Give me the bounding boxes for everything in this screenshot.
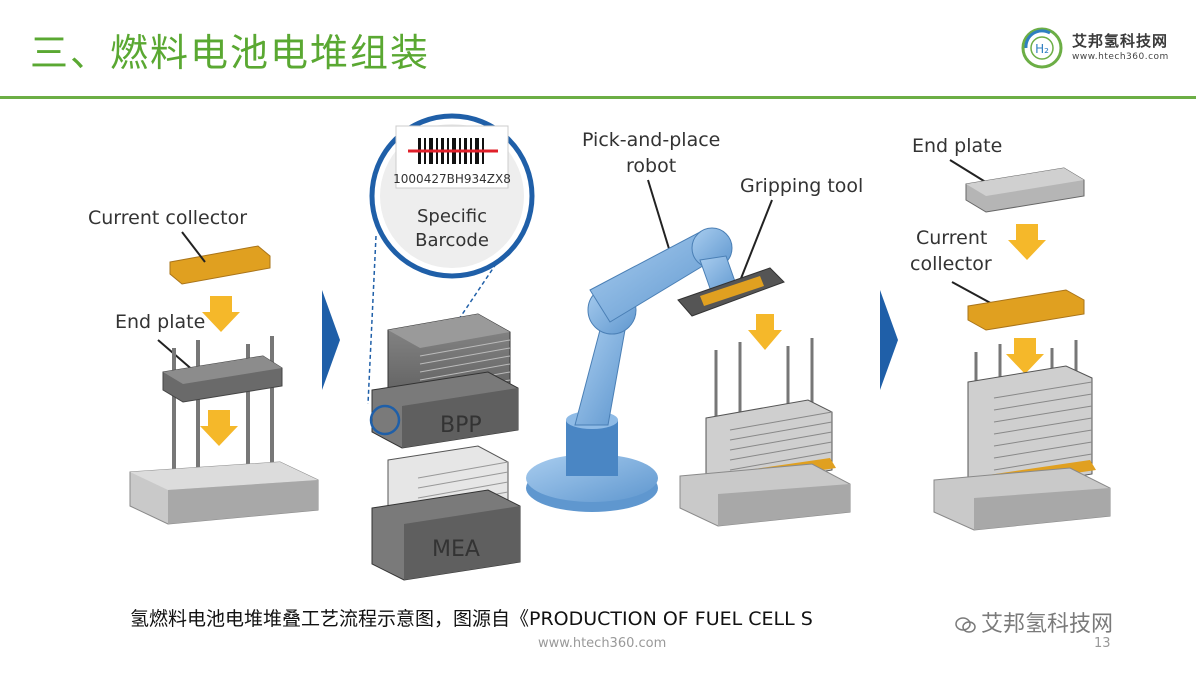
watermark: 艾邦氢科技网 bbox=[955, 606, 1113, 638]
logo-badge: H₂ bbox=[1035, 42, 1049, 56]
slide-title: 三、燃料电池电堆组装 bbox=[30, 31, 431, 75]
leader-line-collector-1 bbox=[181, 231, 206, 263]
label-current-collector-1: Current collector bbox=[88, 207, 247, 229]
label-end-plate-2: End plate bbox=[912, 135, 1002, 157]
label-current-collector-2a: Current bbox=[916, 227, 987, 249]
wechat-icon bbox=[955, 617, 976, 633]
watermark-text: 艾邦氢科技网 bbox=[981, 612, 1114, 637]
panel-2-component-magazines: 1000427BH934ZX8 Specific Barcode BPP MEA bbox=[367, 113, 535, 581]
mea-label: MEA bbox=[432, 537, 480, 562]
down-arrow-icon bbox=[200, 410, 238, 446]
bpp-label: BPP bbox=[440, 413, 482, 438]
barcode-caption-1: Specific bbox=[417, 206, 487, 227]
down-arrow-icon bbox=[1006, 338, 1044, 374]
title-divider bbox=[0, 96, 1196, 99]
chevron-right-icon bbox=[322, 290, 340, 390]
robot-lower-arm bbox=[574, 329, 626, 426]
barcode-highlight-ring bbox=[369, 404, 401, 436]
leader-line-endplate-1 bbox=[157, 339, 196, 373]
panel-3-robot-stacking: Pick-and-place robot Gripping tool bbox=[526, 129, 863, 527]
footer-url: www.htech360.com bbox=[538, 636, 667, 651]
barcode-caption-2: Barcode bbox=[415, 230, 489, 251]
panel-1-base-assembly: Current collector End plate bbox=[88, 207, 319, 525]
label-current-collector-2b: collector bbox=[910, 253, 992, 275]
current-collector-plate-2 bbox=[967, 289, 1085, 331]
logo-name: 艾邦氢科技网 bbox=[1072, 32, 1169, 50]
page-number: 13 bbox=[1094, 636, 1111, 651]
barcode-number: 1000427BH934ZX8 bbox=[393, 172, 511, 186]
hydrogen-logo-icon: H₂ bbox=[1021, 27, 1063, 69]
logo-url: www.htech360.com bbox=[1072, 52, 1169, 62]
current-collector-plate-1 bbox=[169, 245, 271, 285]
panel-4-stack-closure: End plate Current collector bbox=[910, 135, 1111, 531]
down-arrow-icon bbox=[748, 314, 782, 350]
stack-assembly-diagram: Current collector End plate bbox=[88, 113, 1111, 581]
down-arrow-icon bbox=[202, 296, 240, 332]
down-arrow-icon bbox=[1008, 224, 1046, 260]
label-gripping-tool: Gripping tool bbox=[740, 175, 863, 197]
label-robot-2: robot bbox=[626, 155, 676, 177]
figure-caption: 氢燃料电池电堆堆叠工艺流程示意图，图源自《PRODUCTION OF FUEL … bbox=[130, 608, 813, 630]
chevron-right-icon bbox=[880, 290, 898, 390]
company-logo: H₂ 艾邦氢科技网 www.htech360.com bbox=[1020, 26, 1190, 70]
barcode-icon bbox=[408, 138, 498, 164]
label-robot-1: Pick-and-place bbox=[582, 129, 720, 151]
label-end-plate-1: End plate bbox=[115, 311, 205, 333]
